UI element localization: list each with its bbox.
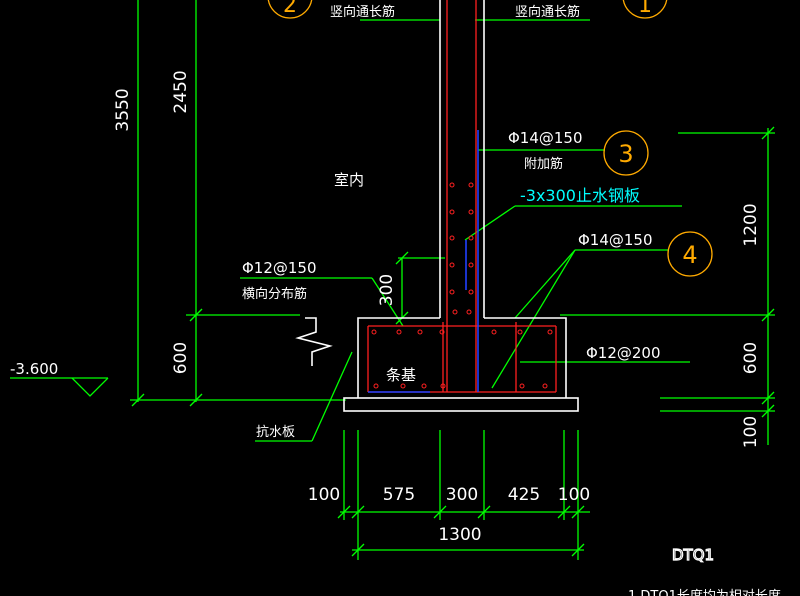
marker-4-label: 4 (682, 241, 697, 269)
marker-3-label: 3 (618, 140, 633, 168)
dim-h-1300: 1300 (438, 525, 481, 545)
indoor-label: 室内 (334, 171, 364, 189)
marker-4-circle (667, 231, 713, 277)
dim-h-300: 300 (446, 485, 478, 505)
dimension-lines (10, 0, 775, 560)
horizontal-rebar-spec: Φ12@150 (242, 259, 317, 277)
extra-rebar-spec: Φ14@150 (508, 129, 583, 147)
dimension-text: 3550 2450 600 300 1200 600 100 100 575 3… (113, 70, 761, 545)
bottom-rebar-spec: Φ12@200 (586, 344, 661, 362)
waterproof-board-label: 抗水板 (256, 425, 295, 440)
dim-100-right: 100 (741, 416, 761, 448)
elevation-label: -3.600 (10, 360, 58, 378)
labels: 2 1 3 4 竖向通长筋 竖向通长筋 室内 Φ14@150 附加筋 -3x30… (10, 0, 781, 596)
marker-2-circle (267, 0, 313, 19)
marker-2-label: 2 (283, 0, 297, 18)
horizontal-rebar-name: 横向分布筋 (242, 286, 307, 302)
detail-note: 1.DTQ1长度均为相对长度 (628, 588, 781, 596)
dim-600-right: 600 (741, 342, 761, 374)
dim-h-425: 425 (508, 485, 540, 505)
marker-3-circle (603, 130, 649, 176)
extra-rebar-name: 附加筋 (524, 156, 563, 172)
dim-600-left: 600 (171, 342, 191, 374)
dim-h-100-right: 100 (558, 485, 590, 505)
waterstop-plate (368, 130, 479, 393)
footing-rebar-spec: Φ14@150 (578, 231, 653, 249)
leader-lines (240, 19, 690, 442)
vertical-rebar-left-label: 竖向通长筋 (330, 4, 395, 20)
vertical-rebar-right-label: 竖向通长筋 (515, 4, 580, 20)
dim-300: 300 (377, 274, 397, 306)
dim-h-575: 575 (383, 485, 415, 505)
dim-h-100-left: 100 (308, 485, 340, 505)
detail-title: DTQ1 (672, 546, 714, 564)
dim-2450: 2450 (171, 70, 191, 113)
dim-1200: 1200 (741, 203, 761, 246)
structure-outline (295, 0, 579, 412)
dim-3550: 3550 (113, 88, 133, 131)
marker-1-circle (622, 0, 668, 19)
footing-name: 条基 (386, 366, 416, 384)
marker-1-label: 1 (638, 0, 652, 18)
waterstop-label: -3x300止水钢板 (520, 186, 640, 205)
reference-markers (267, 0, 713, 277)
